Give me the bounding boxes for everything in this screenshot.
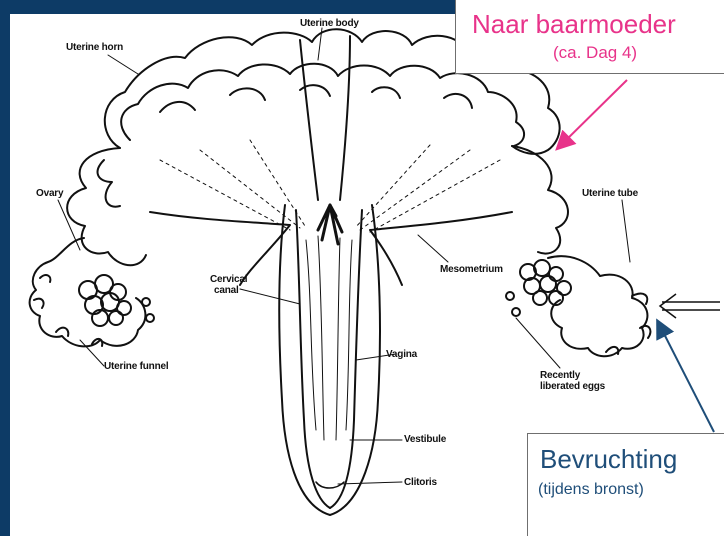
label-uterine-funnel: Uterine funnel: [104, 361, 168, 372]
cervical-canal: [318, 205, 342, 244]
pink-pointer-arrow: [558, 80, 627, 148]
callout-fertilization-subtitle: (tijdens bronst): [538, 481, 644, 499]
vagina-outline: [279, 205, 380, 515]
label-uterine-horn: Uterine horn: [66, 42, 123, 53]
blue-pointer-arrow: [658, 322, 714, 432]
label-recently-liberated-eggs-1: Recently: [540, 370, 580, 381]
label-recently-liberated-eggs-2: liberated eggs: [540, 381, 605, 392]
left-ovary: [79, 275, 131, 326]
label-uterine-body: Uterine body: [300, 18, 359, 29]
double-arrow-icon: [660, 294, 720, 318]
label-mesometrium: Mesometrium: [440, 264, 503, 275]
right-ovary: [520, 260, 571, 305]
right-uterine-tube: [512, 146, 568, 254]
clitoris-mark: [316, 482, 344, 488]
callout-to-uterus-title: Naar baarmoeder: [472, 9, 676, 40]
callout-fertilization: Bevruchting (tijdens bronst): [527, 433, 724, 536]
callout-fertilization-title: Bevruchting: [540, 444, 677, 475]
left-uterine-funnel: [30, 238, 146, 346]
callout-to-uterus: Naar baarmoeder (ca. Dag 4): [455, 0, 724, 74]
label-clitoris: Clitoris: [404, 477, 437, 488]
label-uterine-tube: Uterine tube: [582, 188, 638, 199]
label-cervical-canal-1: Cervical: [210, 274, 247, 285]
label-vestibule: Vestibule: [404, 434, 446, 445]
label-ovary: Ovary: [36, 188, 63, 199]
callout-to-uterus-subtitle: (ca. Dag 4): [553, 43, 637, 63]
horn-folds: [121, 64, 524, 146]
label-vagina: Vagina: [386, 349, 417, 360]
label-cervical-canal-2: canal: [214, 285, 239, 296]
